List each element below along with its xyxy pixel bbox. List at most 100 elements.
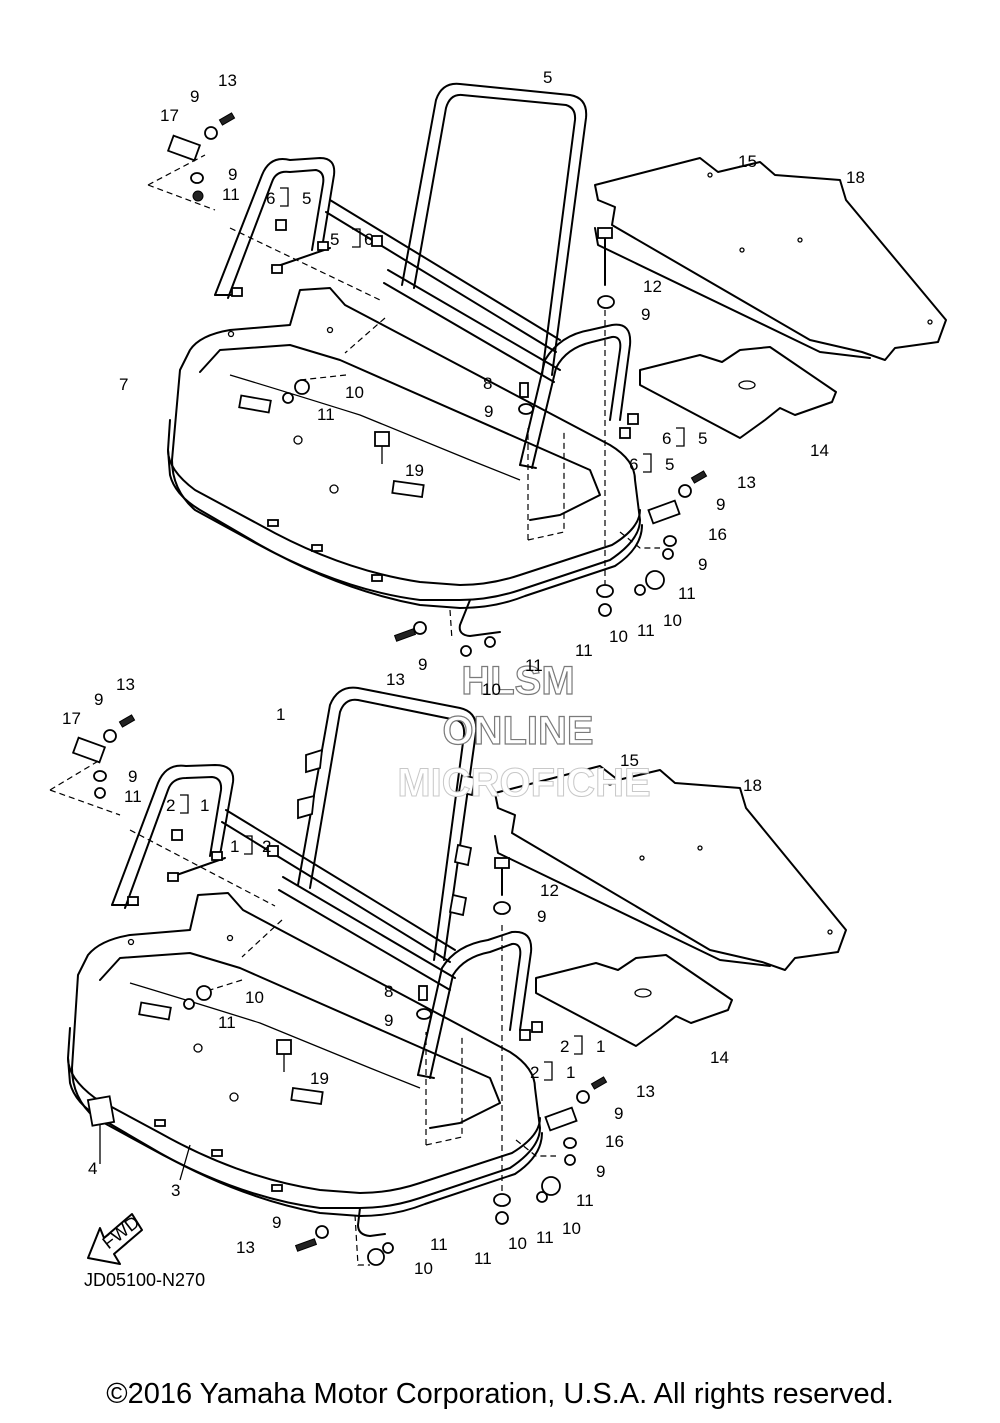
callout: 2: [166, 796, 175, 815]
callout: 9: [190, 87, 199, 106]
callout: 9: [484, 402, 493, 421]
armrest-left-lower: [111, 764, 235, 909]
callout: 9: [94, 690, 103, 709]
callout: 17: [62, 709, 81, 728]
callout: 11: [575, 641, 593, 660]
callout: 6: [266, 189, 275, 208]
callout: 11: [637, 621, 655, 640]
callout: 18: [743, 776, 762, 795]
callout: 10: [562, 1219, 581, 1238]
callout: 8: [384, 982, 393, 1001]
callout: 12: [643, 277, 662, 296]
watermark: HLSM ONLINE MICROFICHE: [397, 658, 651, 805]
callout: 15: [738, 152, 757, 171]
callout: 5: [302, 189, 311, 208]
seat-back-frame-lower: [221, 686, 478, 991]
callout: 11: [525, 656, 543, 675]
diagram-code: JD05100-N270: [84, 1270, 205, 1290]
callout: 14: [810, 441, 829, 460]
callout: 2: [560, 1037, 569, 1056]
callout: 12: [540, 881, 559, 900]
callout: 9: [641, 305, 650, 324]
hardware-upper: [147, 112, 708, 657]
callout: 1: [596, 1037, 605, 1056]
watermark-line-2: ONLINE: [442, 709, 593, 753]
callout: 16: [605, 1132, 624, 1151]
watermark-line-1: HLSM: [461, 659, 574, 703]
callout: 19: [310, 1069, 329, 1088]
callout: 9: [716, 495, 725, 514]
forward-arrow-icon: [87, 1213, 143, 1265]
callout: 4: [88, 1159, 97, 1178]
bottom-plate-lower: [535, 954, 733, 1047]
callout: 13: [218, 71, 237, 90]
callout: 9: [596, 1162, 605, 1181]
callout: 1: [566, 1063, 575, 1082]
callout: 10: [414, 1259, 433, 1278]
callout: 13: [386, 670, 405, 689]
seat-tub-lower: [67, 892, 543, 1237]
callout: 9: [698, 555, 707, 574]
upper-assembly: [147, 82, 947, 657]
callout: 14: [710, 1048, 729, 1067]
callout: 9: [614, 1104, 623, 1123]
callout: 19: [405, 461, 424, 480]
armrest-right-lower: [417, 930, 533, 1079]
callout: 8: [483, 374, 492, 393]
callout: 5: [665, 455, 674, 474]
callout: 2: [262, 837, 271, 856]
callout: 9: [384, 1011, 393, 1030]
callout: 7: [119, 375, 128, 394]
seat-plate-upper: [594, 157, 947, 361]
callout: 6: [364, 230, 373, 249]
callout: 9: [272, 1213, 281, 1232]
callout: 13: [636, 1082, 655, 1101]
callout: 11: [222, 185, 240, 204]
fwd-label: FWD: [99, 1212, 144, 1253]
callout: 1: [276, 705, 285, 724]
callout: 3: [171, 1181, 180, 1200]
callout: 9: [228, 165, 237, 184]
hardware-lower: [49, 714, 608, 1266]
seat-plate-lower: [494, 765, 847, 971]
callout: 5: [698, 429, 707, 448]
lower-assembly: [49, 686, 847, 1266]
callout: 6: [629, 455, 638, 474]
callout: 10: [663, 611, 682, 630]
callout: 11: [124, 787, 142, 806]
callout: 10: [508, 1234, 527, 1253]
callout: 11: [678, 584, 696, 603]
armrest-left-upper: [214, 157, 336, 299]
callout: 11: [430, 1235, 448, 1254]
callout: 10: [609, 627, 628, 646]
callout: 11: [317, 405, 335, 424]
callout: 10: [345, 383, 364, 402]
callout: 16: [708, 525, 727, 544]
callout: 5: [543, 68, 552, 87]
callout: 11: [218, 1013, 236, 1032]
callout: 1: [200, 796, 209, 815]
callout: 15: [620, 751, 639, 770]
seat-back-frame-upper: [325, 82, 588, 383]
bracket-marks-upper: [280, 187, 685, 473]
callout: 10: [245, 988, 264, 1007]
callout: 17: [160, 106, 179, 125]
callout: 13: [236, 1238, 255, 1257]
callouts-upper: 13 9 17 9 11 5 6 5 5 6 15 18 12 9 7 10 1…: [119, 68, 865, 699]
copyright-notice: ©2016 Yamaha Motor Corporation, U.S.A. A…: [106, 1378, 894, 1410]
callout: 5: [330, 230, 339, 249]
callout: 18: [846, 168, 865, 187]
callout: 11: [474, 1249, 492, 1268]
callout: 11: [536, 1228, 554, 1247]
callout: 1: [230, 837, 239, 856]
callout: 13: [737, 473, 756, 492]
seat-tub-upper: [167, 287, 643, 637]
callout: 9: [128, 767, 137, 786]
callout: 6: [662, 429, 671, 448]
watermark-line-3: MICROFICHE: [397, 761, 650, 805]
bracket-marks-lower: [99, 794, 583, 1181]
callouts-lower: 13 9 17 9 11 1 2 1 1 2 15 18 12 9 10 11 …: [62, 675, 762, 1290]
callout: 10: [482, 680, 501, 699]
callout: 2: [530, 1063, 539, 1082]
